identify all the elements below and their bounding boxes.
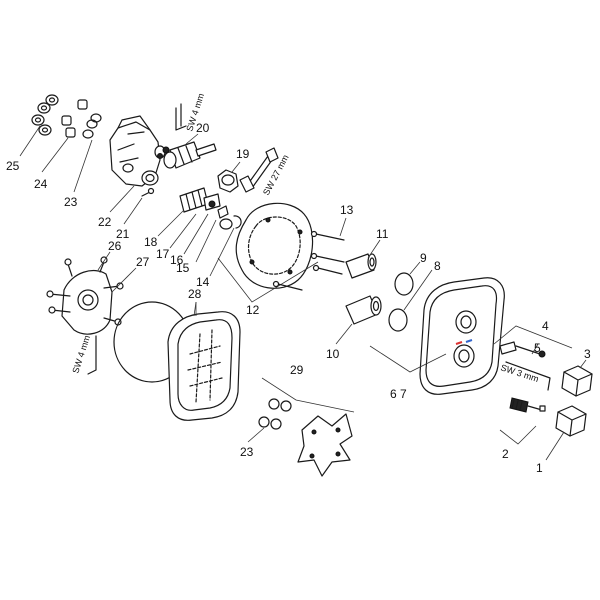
part-1-knob — [555, 405, 587, 437]
part-28-plaster-guard — [167, 311, 241, 421]
part-29-fixing-plate — [297, 413, 353, 477]
label-13: 13 — [340, 203, 354, 217]
label-11: 11 — [376, 227, 389, 241]
label-18: 18 — [144, 235, 158, 249]
part-4-bracket — [493, 325, 573, 349]
part-12-bracket — [217, 257, 319, 303]
part-6-7-bracket — [369, 345, 447, 373]
part-18-17-16-15-thermo-cartridge — [179, 187, 233, 230]
part-11-sleeve — [345, 253, 377, 279]
label-17: 17 — [156, 247, 170, 261]
part-6-7-cover-plate — [419, 277, 505, 395]
label-16: 16 — [170, 253, 184, 267]
part-21-screw — [141, 187, 155, 197]
part-5-rod — [499, 341, 546, 358]
label-23-top: 23 — [64, 195, 78, 209]
label-20: 20 — [196, 121, 210, 135]
label-26: 26 — [108, 239, 122, 253]
wrench-sw27 — [239, 147, 279, 193]
part-8-oring — [388, 308, 408, 332]
label-28: 28 — [188, 287, 202, 301]
part-23-orings-top — [82, 113, 102, 139]
part-29-bracket — [261, 377, 355, 413]
part-23-orings-bottom — [258, 398, 292, 430]
part-24-plugs — [61, 99, 88, 138]
label-6-7: 6 7 — [390, 387, 407, 401]
label-2: 2 — [502, 447, 509, 461]
label-15: 15 — [176, 261, 190, 275]
hex-key-sw3 — [505, 361, 551, 391]
label-4: 4 — [542, 319, 549, 333]
label-10: 10 — [326, 347, 340, 361]
part-2-cartridge — [509, 397, 546, 413]
part-13-screws — [272, 230, 345, 291]
label-24: 24 — [34, 177, 48, 191]
part-9-oring — [394, 272, 414, 296]
label-8: 8 — [434, 259, 441, 273]
label-3: 3 — [584, 347, 591, 361]
label-25: 25 — [6, 159, 20, 173]
label-12: 12 — [246, 303, 260, 317]
part-14-clip — [233, 215, 242, 229]
part-20-cartridge — [157, 141, 217, 169]
part-25-caps — [31, 94, 59, 136]
part-12-mounting-plate — [235, 202, 314, 289]
part-26-rough-in-body — [46, 256, 124, 335]
label-1: 1 — [536, 461, 543, 475]
hex-key-sw4-left — [87, 335, 97, 375]
label-9: 9 — [420, 251, 427, 265]
label-21: 21 — [116, 227, 130, 241]
label-19: 19 — [236, 147, 250, 161]
label-27: 27 — [136, 255, 150, 269]
part-19-nut — [217, 169, 239, 193]
label-22: 22 — [98, 215, 112, 229]
hex-key-sw4-top — [175, 103, 187, 131]
part-2-bracket — [499, 425, 537, 445]
label-23-bottom: 23 — [240, 445, 254, 459]
tool-label-sw3: SW 3 mm — [499, 362, 540, 384]
part-22-valve-body — [109, 115, 166, 187]
label-29: 29 — [290, 363, 304, 377]
label-14: 14 — [196, 275, 210, 289]
tool-label-sw4-left: SW 4 mm — [70, 334, 92, 375]
label-5: 5 — [534, 341, 541, 355]
part-10-sleeve — [345, 295, 382, 325]
part-3-knob — [561, 365, 593, 397]
